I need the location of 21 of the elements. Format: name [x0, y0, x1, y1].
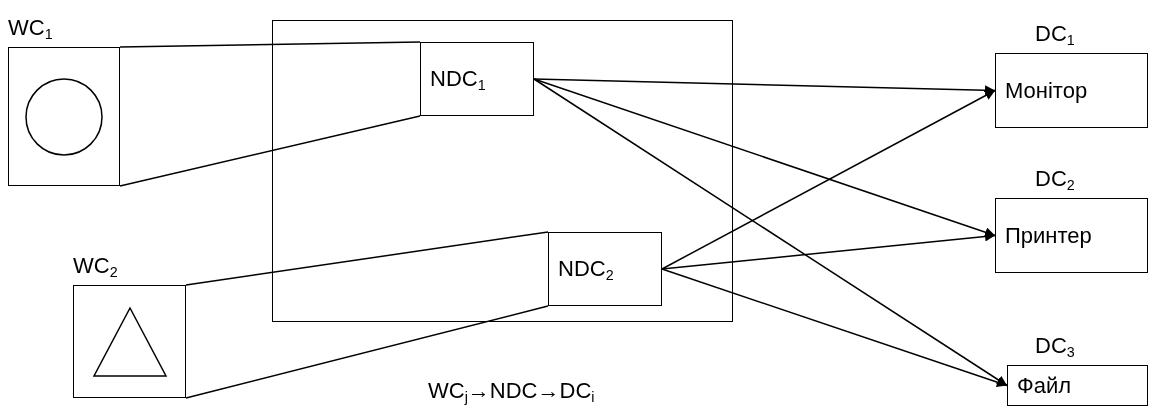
formula-label: WC$_{j}$→NDC→DC$_{i}$: [428, 378, 595, 404]
box-label: NDC$_{2}$: [558, 256, 614, 282]
box-label: Монітор: [1005, 77, 1088, 104]
arrow: [661, 89, 996, 270]
component-label: WC$_{1}$: [8, 15, 53, 41]
box-label: NDC$_{1}$: [430, 66, 486, 92]
box-label: Принтер: [1005, 222, 1092, 249]
projection-line: [185, 231, 549, 286]
projection-line: [119, 115, 421, 187]
component-label: DC$_{2}$: [1035, 166, 1075, 192]
box-label: Файл: [1017, 372, 1072, 399]
arrow: [533, 78, 996, 96]
component-label: DC$_{3}$: [1035, 333, 1075, 359]
arrow: [533, 78, 1008, 387]
arrow: [533, 78, 996, 237]
arrow: [661, 268, 1008, 388]
component-label: WC$_{2}$: [73, 253, 118, 279]
projection-line: [185, 305, 549, 399]
component-label: DC$_{1}$: [1035, 21, 1075, 47]
projection-line: [119, 41, 421, 48]
arrow: [661, 231, 996, 270]
